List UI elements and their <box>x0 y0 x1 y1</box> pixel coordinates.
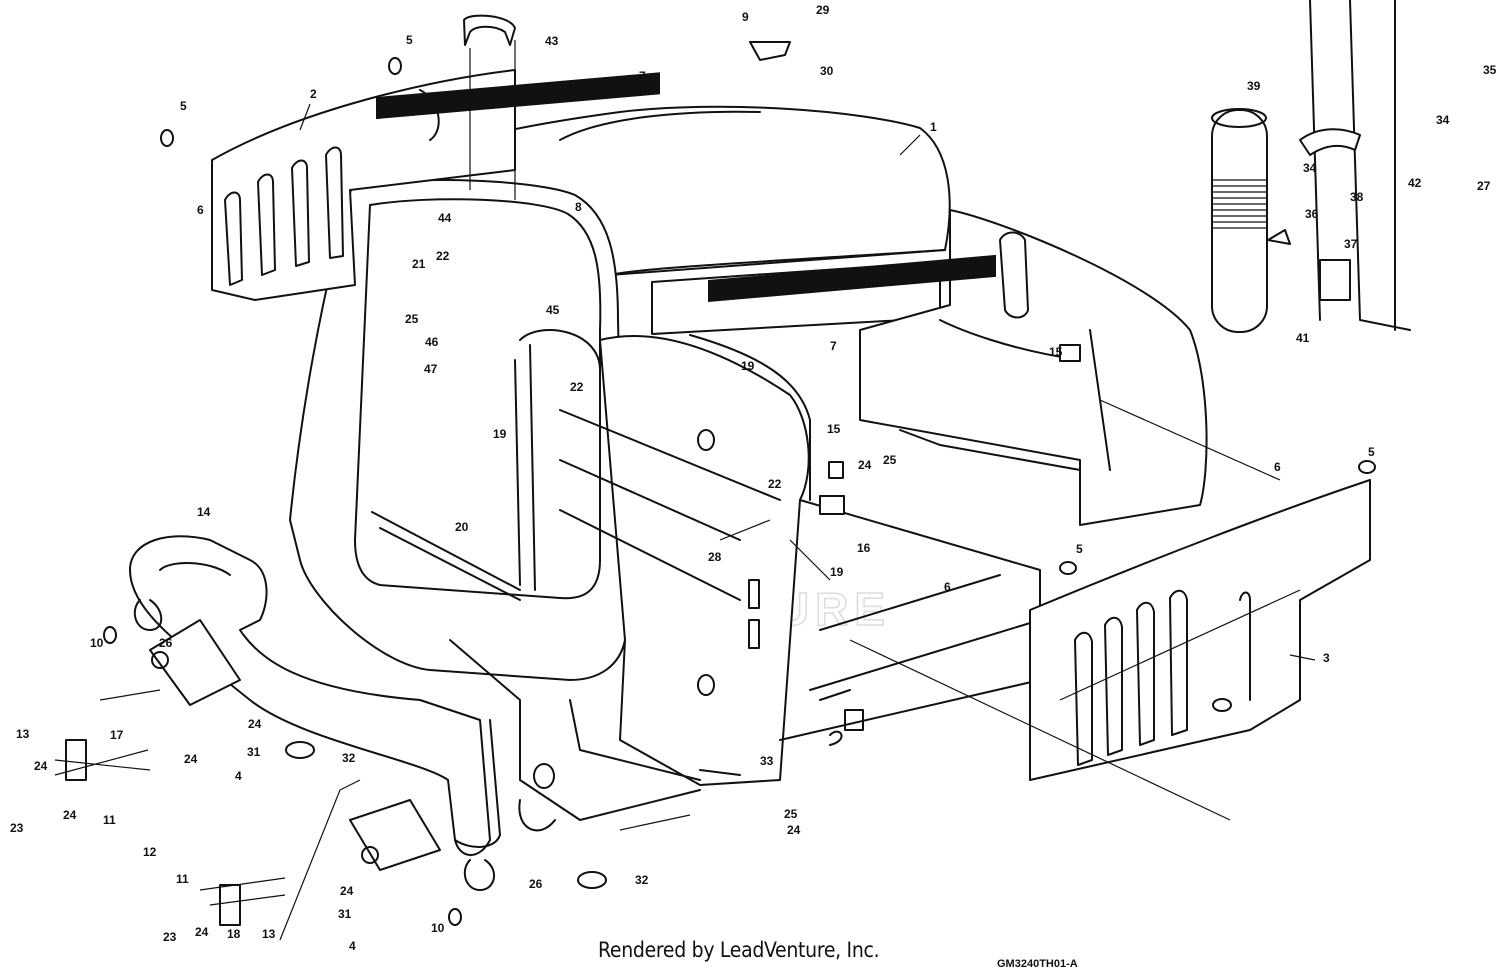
part-number-label: 34 <box>1303 161 1317 175</box>
part-number-label: 29 <box>816 3 830 17</box>
inset-canister-detail <box>1211 0 1411 333</box>
leader-lines <box>54 40 1316 941</box>
grille-frame <box>289 179 626 681</box>
part-number-label: 10 <box>90 636 104 650</box>
part-number-label: 19 <box>493 427 507 441</box>
part-number-label: 11 <box>176 872 189 886</box>
part-number-label: 45 <box>546 303 560 317</box>
part-number-label: 6 <box>1274 460 1281 474</box>
part-number-label: 24 <box>858 458 872 472</box>
part-number-label: 8 <box>575 200 582 214</box>
part-number-label: 6 <box>197 203 204 217</box>
part-number-label: 32 <box>342 751 356 765</box>
part-number-label: 6 <box>944 580 951 594</box>
part-number-label: 11 <box>103 813 116 827</box>
part-number-label: 10 <box>431 921 445 935</box>
part-number-label: 4 <box>235 769 242 783</box>
part-number-label: 15 <box>827 422 841 436</box>
part-number-label: 19 <box>830 565 844 579</box>
part-number-label: 24 <box>787 823 801 837</box>
part-number-label: 9 <box>742 10 749 24</box>
part-number-label: 28 <box>708 550 722 564</box>
part-number-label: 39 <box>1247 79 1261 93</box>
part-number-label: 2 <box>310 87 317 101</box>
part-number-label: 17 <box>110 728 124 742</box>
part-number-label: 25 <box>784 807 798 821</box>
part-number-label: 19 <box>741 359 755 373</box>
part-number-label: 21 <box>412 257 426 271</box>
part-number-label: 15 <box>1049 345 1063 359</box>
rendered-by-footer: Rendered by LeadVenture, Inc. <box>598 938 880 962</box>
part-number-label: 30 <box>820 64 834 78</box>
part-number-label: 13 <box>16 727 30 741</box>
part-number-label: 18 <box>227 927 241 941</box>
part-number-label: 22 <box>768 477 782 491</box>
hardware <box>65 14 1376 926</box>
part-number-label: 5 <box>406 33 413 47</box>
part-number-label: 4 <box>349 939 356 953</box>
part-number-label: 14 <box>197 505 211 519</box>
fuel-tank <box>859 209 1208 526</box>
part-number-label: 5 <box>180 99 187 113</box>
part-number-label: 6 <box>527 90 534 104</box>
part-number-label: 32 <box>635 873 649 887</box>
part-number-label: 24 <box>184 752 198 766</box>
part-number-label: 5 <box>1368 445 1375 459</box>
part-number-label: 7 <box>830 339 837 353</box>
part-number-label: 31 <box>247 745 261 759</box>
part-number-label: 5 <box>1076 542 1083 556</box>
front-bumper <box>129 535 501 856</box>
part-number-label: 38 <box>1350 190 1364 204</box>
part-number-label: 25 <box>405 312 419 326</box>
part-number-label: 24 <box>340 884 354 898</box>
part-number-label: 44 <box>438 211 452 225</box>
part-number-label: 42 <box>1408 176 1422 190</box>
part-number-label: 34 <box>1436 113 1450 127</box>
seal-strip-lower <box>708 254 996 303</box>
part-number-label: 36 <box>1305 207 1319 221</box>
part-number-label: 24 <box>34 759 48 773</box>
part-number-label: 3 <box>1323 651 1330 665</box>
part-number-label: 35 <box>1483 63 1497 77</box>
part-number-label: 22 <box>436 249 450 263</box>
part-number-label: 24 <box>248 717 262 731</box>
part-number-label: 22 <box>570 380 584 394</box>
part-number-label: 41 <box>1296 331 1310 345</box>
part-number-label: 7 <box>639 69 646 83</box>
part-number-label: 23 <box>163 930 177 944</box>
part-number-label: 46 <box>425 335 439 349</box>
part-number-label: 12 <box>143 845 157 859</box>
seal-strip-upper <box>376 72 660 120</box>
part-labels: 1234455556666778910101111121313141515161… <box>10 3 1497 953</box>
part-number-label: 24 <box>195 925 209 939</box>
part-number-label: 23 <box>10 821 24 835</box>
part-number-label: 24 <box>63 808 77 822</box>
left-side-panel <box>211 69 516 301</box>
part-number-label: 16 <box>857 541 871 555</box>
diagram-code: GM3240TH01-A <box>997 958 1078 970</box>
part-number-label: 20 <box>455 520 469 534</box>
part-number-label: 33 <box>760 754 774 768</box>
part-number-label: 26 <box>529 877 543 891</box>
right-side-panel <box>1029 479 1371 781</box>
part-number-label: 37 <box>1344 237 1358 251</box>
part-number-label: 1 <box>930 120 937 134</box>
part-number-label: 31 <box>338 907 352 921</box>
part-number-label: 13 <box>262 927 276 941</box>
part-number-label: 25 <box>883 453 897 467</box>
part-number-label: 27 <box>1477 179 1491 193</box>
part-number-label: 43 <box>545 34 559 48</box>
part-number-label: 26 <box>159 636 173 650</box>
part-number-label: 47 <box>424 362 438 376</box>
